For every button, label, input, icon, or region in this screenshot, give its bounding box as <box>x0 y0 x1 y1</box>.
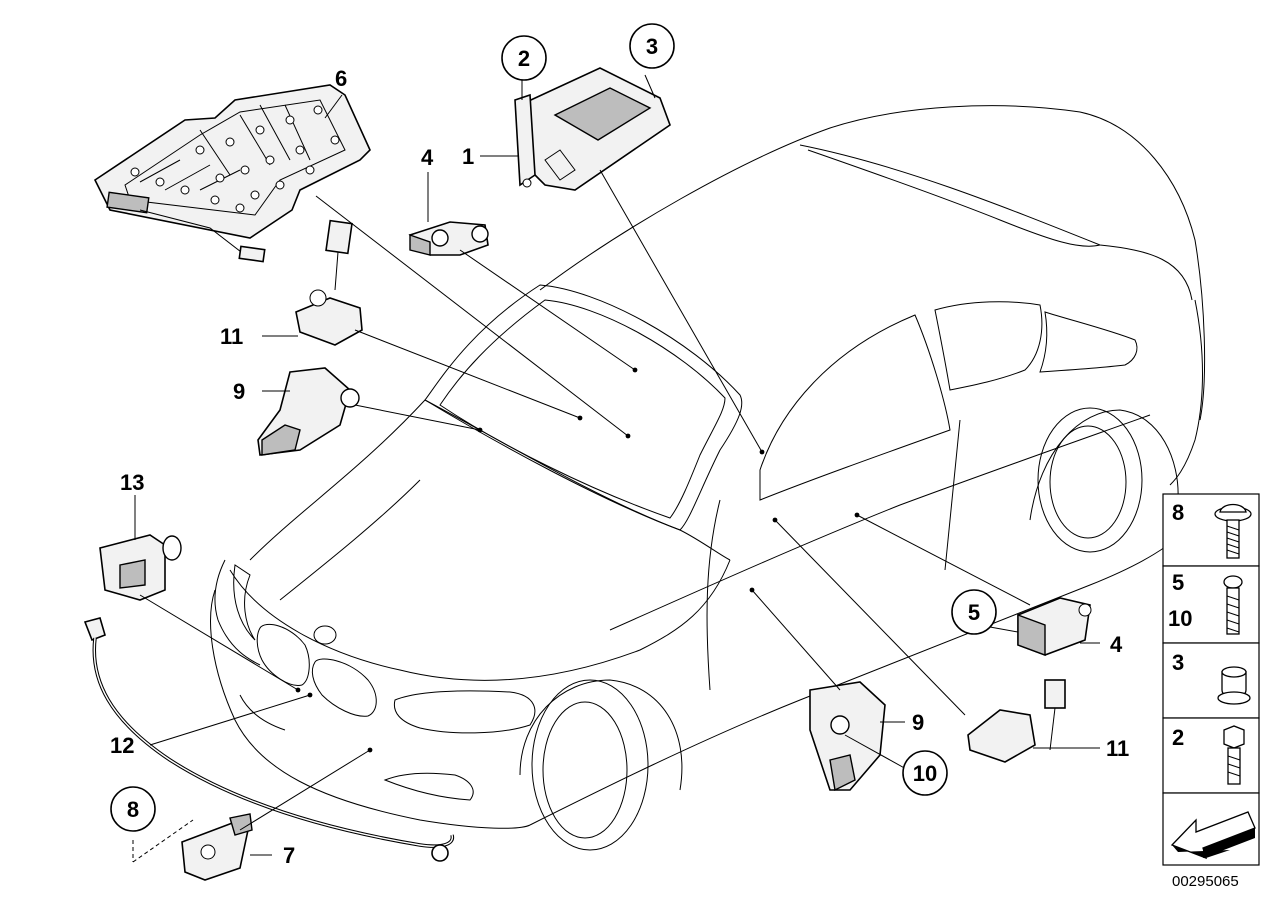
callout-1: 1 <box>462 144 474 169</box>
front-impact-sensor <box>181 813 253 881</box>
callout-8-circle <box>110 786 156 832</box>
callout-10-circle <box>902 750 948 796</box>
legend-label-2: 2 <box>1172 725 1184 750</box>
sensor-with-connector-right <box>967 679 1066 763</box>
callout-3-circle <box>629 23 675 69</box>
hex-bolt-icon <box>1223 725 1245 785</box>
diagram-code: 00295065 <box>1172 873 1239 890</box>
side-sensor-top <box>408 221 489 256</box>
seat-occupancy-mat <box>93 84 371 263</box>
callout-13: 13 <box>120 470 144 495</box>
callout-4-right: 4 <box>1110 632 1123 657</box>
callout-11-left: 11 <box>220 324 243 349</box>
legend-row-screw <box>1162 565 1260 644</box>
callout-2-circle <box>501 35 547 81</box>
front-sensor-9-top <box>257 367 360 456</box>
callout-2: 2 <box>518 46 530 71</box>
legend-label-5: 5 <box>1172 570 1184 595</box>
door-sensor <box>1017 597 1092 657</box>
legend-label-3: 3 <box>1172 650 1184 675</box>
screw-washer-icon <box>1214 503 1252 559</box>
direction-arrow-icon <box>1170 811 1256 860</box>
callout-9-right: 9 <box>912 710 924 735</box>
callout-4-top: 4 <box>421 145 434 170</box>
wire-harness <box>83 617 455 862</box>
legend-label-8: 8 <box>1172 500 1184 525</box>
nut-icon <box>1217 666 1251 705</box>
legend-row-screw-washer <box>1162 493 1260 567</box>
leader-lines <box>132 72 1100 863</box>
callout-5: 5 <box>968 600 980 625</box>
callout-9-left: 9 <box>233 379 245 404</box>
callout-12: 12 <box>110 733 134 758</box>
legend-label-10: 10 <box>1168 606 1192 631</box>
car-outline <box>210 105 1206 851</box>
up-front-sensor <box>99 534 182 601</box>
callout-8: 8 <box>127 797 139 822</box>
callout-7: 7 <box>283 843 295 868</box>
callout-3: 3 <box>646 34 658 59</box>
callout-11-right: 11 <box>1106 736 1129 761</box>
sensor-with-connector-top <box>295 219 363 346</box>
screw-icon <box>1223 575 1243 635</box>
callout-labels: 1 2 3 4 4 5 6 7 8 9 9 10 11 11 12 13 <box>110 23 1129 868</box>
callout-6: 6 <box>335 66 347 91</box>
fastener-legend: 8 5 10 3 2 <box>1162 493 1260 890</box>
callout-5-circle <box>951 589 997 635</box>
airbag-control-unit <box>514 67 671 191</box>
callout-10: 10 <box>913 761 937 786</box>
